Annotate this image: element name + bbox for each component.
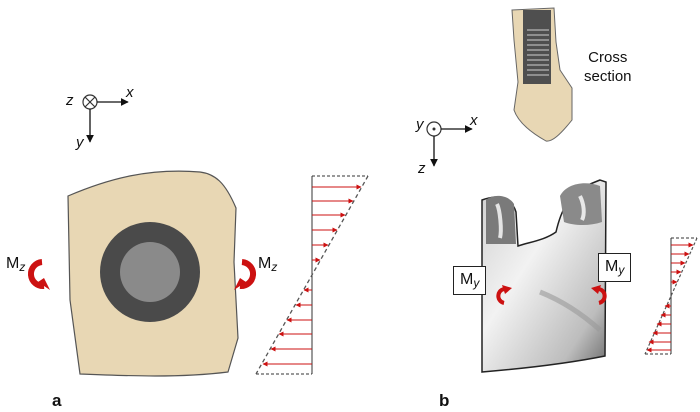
axis-label-x-a: x	[126, 84, 134, 101]
axes-a	[82, 94, 129, 143]
panel-label-b: b	[439, 391, 450, 410]
moment-arrow-left-b	[496, 285, 512, 305]
axis-label-z-b: z	[418, 160, 426, 177]
moment-label-right-a: Mz	[258, 255, 278, 274]
moment-label-left-b: My	[453, 266, 487, 295]
moment-arrow-right-a	[234, 259, 256, 290]
cross-section-label: Cross section	[584, 49, 632, 85]
stress-diagram-a	[255, 175, 369, 375]
axis-label-x-b: x	[470, 112, 478, 129]
axes-b	[426, 121, 473, 167]
panel-label-a: a	[52, 391, 62, 410]
moment-arrow-right-b	[591, 285, 607, 305]
axis-label-y-a: y	[76, 134, 84, 151]
stress-diagram-b	[644, 237, 698, 355]
cross-section-implant	[511, 7, 573, 142]
moment-label-right-b: My	[598, 253, 632, 282]
moment-label-left-a: Mz	[6, 255, 26, 274]
axis-label-y-b: y	[416, 116, 424, 133]
implant-inner	[120, 242, 180, 302]
axis-label-z-a: z	[66, 92, 74, 109]
jaw-image	[481, 179, 607, 373]
moment-arrow-left-a	[28, 259, 50, 290]
